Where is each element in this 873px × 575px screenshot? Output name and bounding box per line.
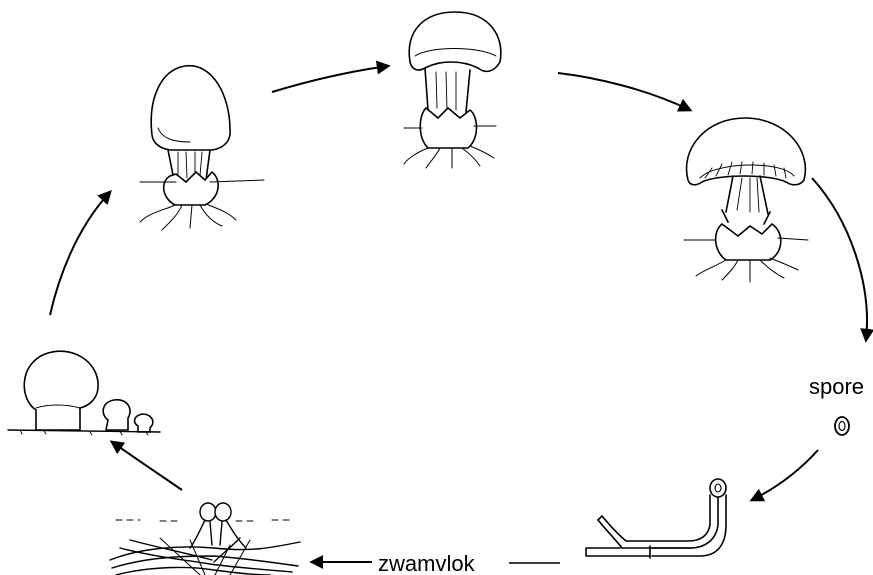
arrow-mature-to-spore	[812, 178, 867, 340]
arrow-mycelium-to-buttons	[112, 442, 182, 490]
opening-cap-mushroom-icon	[404, 12, 501, 168]
spore-label: spore	[809, 374, 864, 399]
arrow-egg-to-opening	[272, 66, 388, 92]
arrow-buttons-to-egg	[50, 192, 110, 315]
spore-icon	[835, 417, 849, 435]
closed-cap-mushroom-icon	[140, 66, 264, 230]
button-mushroom-icon	[8, 351, 160, 435]
mycelium-icon	[110, 503, 300, 575]
arrow-spore-to-hypha	[752, 450, 818, 500]
hypha-icon	[586, 479, 726, 558]
mature-gilled-mushroom-icon	[684, 118, 808, 282]
arrow-opening-to-mature	[558, 73, 690, 110]
mycelium-label: zwamvlok	[378, 551, 476, 575]
